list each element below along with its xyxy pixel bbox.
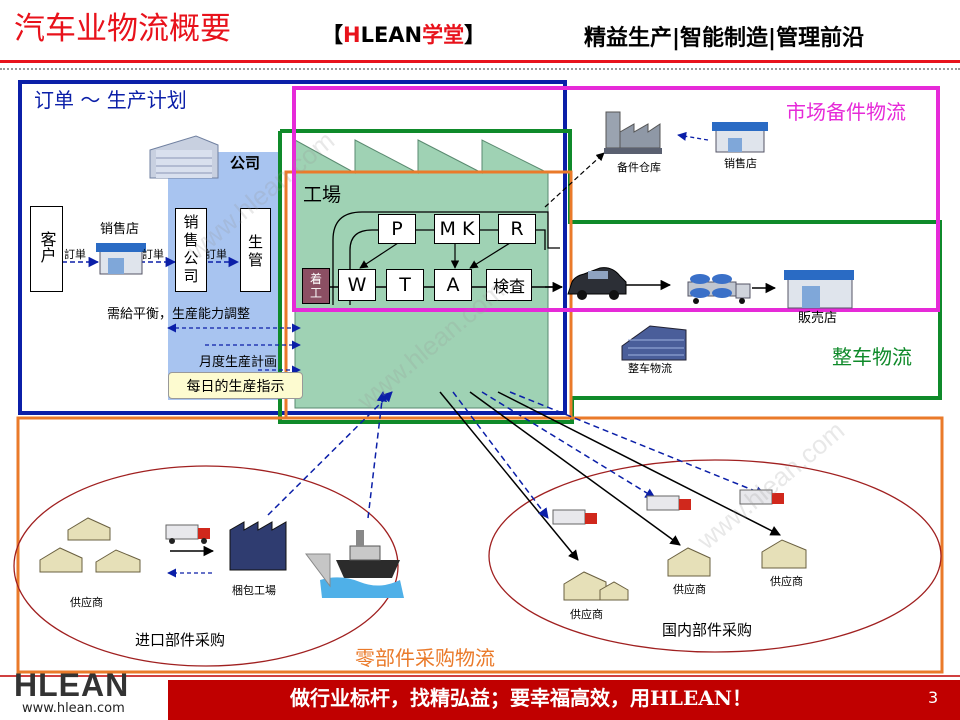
domestic-parts-label: 国内部件采购 xyxy=(662,621,753,639)
domestic-truck-icon-2 xyxy=(646,495,691,511)
domestic-supplier-icon-1 xyxy=(563,571,629,601)
process-W: W xyxy=(338,269,376,301)
car-icon xyxy=(567,267,627,300)
sales-company-char-3: 公 xyxy=(183,249,199,267)
start-box: 着 工 xyxy=(302,268,330,304)
brand-bracket-close: 】 xyxy=(464,23,486,47)
vehicle-section-title: 整车物流 xyxy=(832,345,912,369)
domestic-supplier-icon-2 xyxy=(667,547,711,577)
page-number: 3 xyxy=(928,688,939,707)
market-frame xyxy=(292,86,940,312)
warehouse-factory-icon xyxy=(604,111,662,154)
prod-mgmt-char-2: 管 xyxy=(247,251,263,269)
order-label-2: 訂単 xyxy=(142,248,164,261)
sales-company-char-2: 售 xyxy=(183,231,199,249)
process-outline xyxy=(332,211,560,305)
footer-band xyxy=(168,680,960,720)
domestic-supplier-label-3: 供应商 xyxy=(770,575,803,588)
sales-company-box: 销 售 公 司 xyxy=(175,208,207,292)
packing-factory-label: 梱包工場 xyxy=(232,584,276,597)
customer-label: 客户 xyxy=(37,231,57,263)
start-char-2: 工 xyxy=(309,286,322,300)
vehicle-dealer-label: 販売店 xyxy=(798,311,838,326)
market-section-title: 市场备件物流 xyxy=(786,100,906,124)
start-char-1: 着 xyxy=(309,272,322,286)
brand-h: H xyxy=(343,23,361,47)
vehicle-frame xyxy=(278,129,942,424)
process-inspection: 検査 xyxy=(486,269,532,301)
factory-roof xyxy=(294,139,549,174)
order-label-1: 訂単 xyxy=(64,248,86,261)
order-label-3: 訂単 xyxy=(205,248,227,261)
footer-logo: HLEAN xyxy=(14,667,130,703)
header-red-line xyxy=(0,60,960,63)
vehicle-logistics-label: 整车物流 xyxy=(628,362,672,375)
footer-url: www.hlean.com xyxy=(22,701,125,716)
domestic-supplier-icon-3 xyxy=(761,539,807,569)
company-building-icon xyxy=(149,135,219,179)
import-truck-icon xyxy=(165,524,210,544)
domestic-supplier-label-1: 供应商 xyxy=(570,608,603,621)
daily-instruction-label: 每日的生産指示 xyxy=(186,378,285,395)
domestic-supplier-label-2: 供应商 xyxy=(673,583,706,596)
company-label: 公司 xyxy=(230,154,261,172)
spare-warehouse-label: 备件仓库 xyxy=(617,161,661,174)
brand-badge: 【HLEAN学堂】 xyxy=(322,25,485,46)
car-carrier-icon xyxy=(687,274,751,304)
market-dealer-label: 销售店 xyxy=(724,157,757,170)
import-parts-label: 进口部件采购 xyxy=(135,631,226,649)
domestic-truck-icon-3 xyxy=(739,489,784,505)
process-R: R xyxy=(498,214,536,244)
sales-company-char-4: 司 xyxy=(183,267,199,285)
factory-label: 工場 xyxy=(303,184,342,206)
vehicle-logistics-building-icon xyxy=(621,325,687,361)
prod-mgmt-char-1: 生 xyxy=(247,233,263,251)
page-title: 汽车业物流概要 xyxy=(14,11,231,47)
order-frame xyxy=(18,80,567,415)
import-supplier-label: 供应商 xyxy=(70,596,103,609)
import-supplier-warehouses-icon xyxy=(39,517,141,573)
market-dealer-icon xyxy=(712,122,768,153)
import-ellipse xyxy=(13,465,399,667)
daily-instruction-box: 每日的生産指示 xyxy=(168,372,303,399)
process-T: T xyxy=(386,269,424,301)
ship-icon xyxy=(305,530,404,598)
dealer-icon xyxy=(96,243,146,275)
customer-box: 客户 xyxy=(30,206,63,292)
process-A: A xyxy=(434,269,472,301)
sales-company-char-1: 销 xyxy=(183,213,199,231)
domestic-truck-icon-1 xyxy=(552,509,597,525)
parts-section-title: 零部件采购物流 xyxy=(355,646,495,670)
vehicle-dealer-icon xyxy=(784,270,854,309)
monthly-plan-label: 月度生産計画 xyxy=(199,355,278,370)
process-MK: M K xyxy=(434,214,480,244)
production-mgmt-box: 生 管 xyxy=(240,208,271,292)
header-slogan: 精益生产|智能制造|管理前沿 xyxy=(584,26,865,51)
packing-factory-icon xyxy=(229,521,287,571)
header-dotted-line xyxy=(0,68,960,70)
brand-lean: LEAN xyxy=(360,23,423,47)
brand-school: 学堂 xyxy=(422,23,465,47)
balance-label: 需給平衡，生産能力調整 xyxy=(107,307,251,322)
brand-bracket-open: 【 xyxy=(322,23,343,47)
dealer-label: 销售店 xyxy=(100,222,140,237)
order-section-title: 订单 ～ 生产计划 xyxy=(34,88,187,112)
process-P: P xyxy=(378,214,416,244)
footer-slogan: 做行业标杆，找精弘益；要幸福高效，用HLEAN！ xyxy=(290,686,753,710)
domestic-ellipse xyxy=(488,459,942,653)
